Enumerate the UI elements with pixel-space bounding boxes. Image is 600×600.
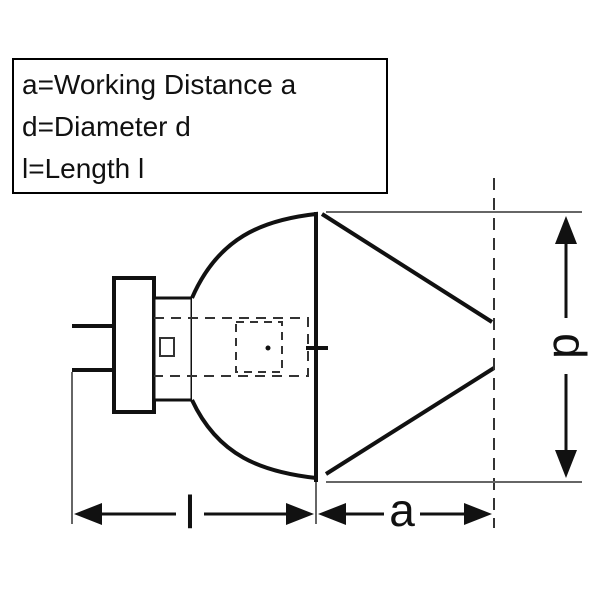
diameter-arrow-top: [555, 216, 577, 244]
diameter-arrow-bottom: [555, 450, 577, 478]
legend-line-working-distance: a=Working Distance a: [22, 69, 297, 100]
filament-box-dashed: [235, 321, 283, 373]
length-label-mask: [176, 490, 204, 538]
beam-upper: [320, 212, 494, 324]
legend-line-diameter: d=Diameter d: [22, 111, 191, 142]
length-arrow-right: [286, 503, 314, 525]
lamp-base: [112, 276, 156, 414]
filament-outline-dashed: [154, 317, 309, 377]
beam-lower: [324, 366, 496, 476]
length-label: l: [185, 486, 195, 538]
working-distance-arrow-right: [464, 503, 492, 525]
reflector-dome: [190, 211, 318, 481]
working-distance-label-mask: [384, 490, 420, 538]
filament-inner-small: [159, 337, 175, 357]
legend-box: a=Working Distance a d=Diameter d l=Leng…: [12, 58, 388, 194]
working-distance-arrow-left: [318, 503, 346, 525]
diameter-label-mask: [540, 318, 592, 374]
diameter-label: d: [544, 333, 596, 359]
filament-center-dot: [265, 345, 271, 351]
legend-line-length: l=Length l: [22, 153, 145, 184]
working-distance-label: a: [389, 484, 415, 536]
length-arrow-left: [74, 503, 102, 525]
